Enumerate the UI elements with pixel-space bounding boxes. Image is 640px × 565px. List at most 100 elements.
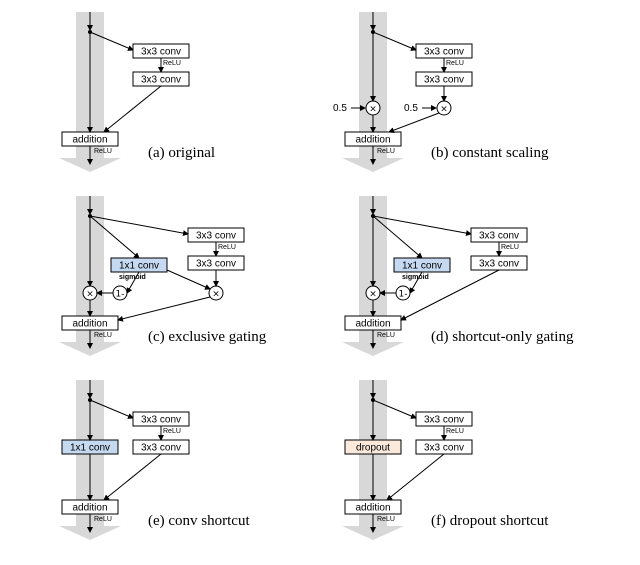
branch-in (372, 31, 417, 51)
gate-conv-box: 1x1 conv (393, 257, 451, 273)
relu-label: ReLU (501, 244, 519, 251)
gate-to-branch-mul (166, 269, 211, 290)
gate-to-oneminus (409, 271, 423, 294)
dropout-box-label: dropout (356, 443, 390, 454)
conv2-box: 3x3 conv (415, 71, 473, 87)
sigmoid-label: sigmoid (402, 274, 429, 281)
gate-to-oneminus (126, 271, 140, 294)
scale-label: 0.5 (333, 103, 347, 114)
one-minus-op-label: 1- (116, 290, 125, 300)
branch-to-addition (400, 269, 500, 321)
conv2-box: 3x3 conv (415, 439, 473, 455)
gate-conv-box-label: 1x1 conv (402, 261, 442, 272)
conv1-box-label: 3x3 conv (424, 415, 464, 426)
branch-in (89, 215, 189, 237)
panel-caption: (a) original (148, 145, 215, 161)
conv1-box: 3x3 conv (132, 411, 190, 427)
conv1-box-label: 3x3 conv (424, 47, 464, 58)
conv1-box: 3x3 conv (187, 227, 245, 243)
relu-label: ReLU (377, 516, 395, 523)
conv1-box: 3x3 conv (132, 43, 190, 59)
branch-in (89, 399, 134, 419)
addition-box-label: addition (72, 319, 107, 330)
sigmoid-label: sigmoid (119, 274, 146, 281)
highway-arrowhead (59, 526, 121, 540)
gate-in (89, 215, 140, 259)
branch-out (386, 453, 445, 501)
panel-caption: (f) dropout shortcut (431, 513, 549, 529)
highway-arrowhead (59, 158, 121, 172)
one-minus-op: 1- (395, 285, 411, 301)
scale-op-shortcut: × (365, 100, 381, 116)
panel-caption: (c) exclusive gating (148, 329, 267, 345)
highway-arrowhead (342, 342, 404, 356)
conv2-box-label: 3x3 conv (141, 75, 181, 86)
relu-label: ReLU (94, 148, 112, 155)
mul-op-shortcut-label: × (369, 290, 377, 300)
addition-box-label: addition (355, 319, 390, 330)
relu-label: ReLU (377, 148, 395, 155)
relu-label: ReLU (218, 244, 236, 251)
addition-box: addition (61, 315, 119, 331)
branch-in (372, 215, 472, 237)
panel-caption: (e) conv shortcut (148, 513, 250, 529)
addition-box: addition (344, 131, 402, 147)
shortcut-conv-box: 1x1 conv (61, 439, 119, 455)
relu-label: ReLU (163, 428, 181, 435)
addition-box-label: addition (72, 135, 107, 146)
dropout-box: dropout (344, 439, 402, 455)
conv1-box-label: 3x3 conv (141, 415, 181, 426)
addition-box: addition (344, 315, 402, 331)
conv1-box-label: 3x3 conv (479, 231, 519, 242)
relu-label: ReLU (446, 428, 464, 435)
addition-box: addition (61, 499, 119, 515)
conv2-box-label: 3x3 conv (424, 75, 464, 86)
scale-label: 0.5 (404, 103, 418, 114)
to-addition (388, 112, 440, 134)
mul-op-branch: × (208, 285, 224, 301)
branch-out (103, 453, 162, 501)
relu-label: ReLU (163, 60, 181, 67)
conv1-box: 3x3 conv (415, 411, 473, 427)
panel-caption: (b) constant scaling (431, 145, 549, 161)
conv2-box: 3x3 conv (470, 255, 528, 271)
addition-box: addition (61, 131, 119, 147)
relu-label: ReLU (94, 516, 112, 523)
conv2-box: 3x3 conv (132, 439, 190, 455)
conv2-box-label: 3x3 conv (479, 259, 519, 270)
gate-in (372, 215, 423, 259)
conv2-box-label: 3x3 conv (141, 443, 181, 454)
addition-box: addition (344, 499, 402, 515)
addition-box-label: addition (72, 503, 107, 514)
conv1-box-label: 3x3 conv (196, 231, 236, 242)
conv2-box: 3x3 conv (132, 71, 190, 87)
conv2-box-label: 3x3 conv (424, 443, 464, 454)
one-minus-op-label: 1- (399, 290, 408, 300)
scale-op-branch-label: × (440, 105, 448, 115)
scale-op-shortcut-label: × (369, 105, 377, 115)
addition-box-label: addition (355, 503, 390, 514)
relu-label: ReLU (377, 332, 395, 339)
branch-to-addition (117, 296, 211, 322)
mul-op-branch-label: × (212, 290, 220, 300)
gate-conv-box: 1x1 conv (110, 257, 168, 273)
conv1-box: 3x3 conv (470, 227, 528, 243)
relu-label: ReLU (446, 60, 464, 67)
highway-arrowhead (342, 526, 404, 540)
relu-label: ReLU (94, 332, 112, 339)
mul-op-shortcut-label: × (86, 290, 94, 300)
mul-op-shortcut: × (365, 285, 381, 301)
scale-op-branch: × (436, 100, 452, 116)
panel-caption: (d) shortcut-only gating (431, 329, 574, 345)
highway-arrowhead (342, 158, 404, 172)
conv2-box: 3x3 conv (187, 255, 245, 271)
branch-in (372, 399, 417, 419)
conv1-box-label: 3x3 conv (141, 47, 181, 58)
